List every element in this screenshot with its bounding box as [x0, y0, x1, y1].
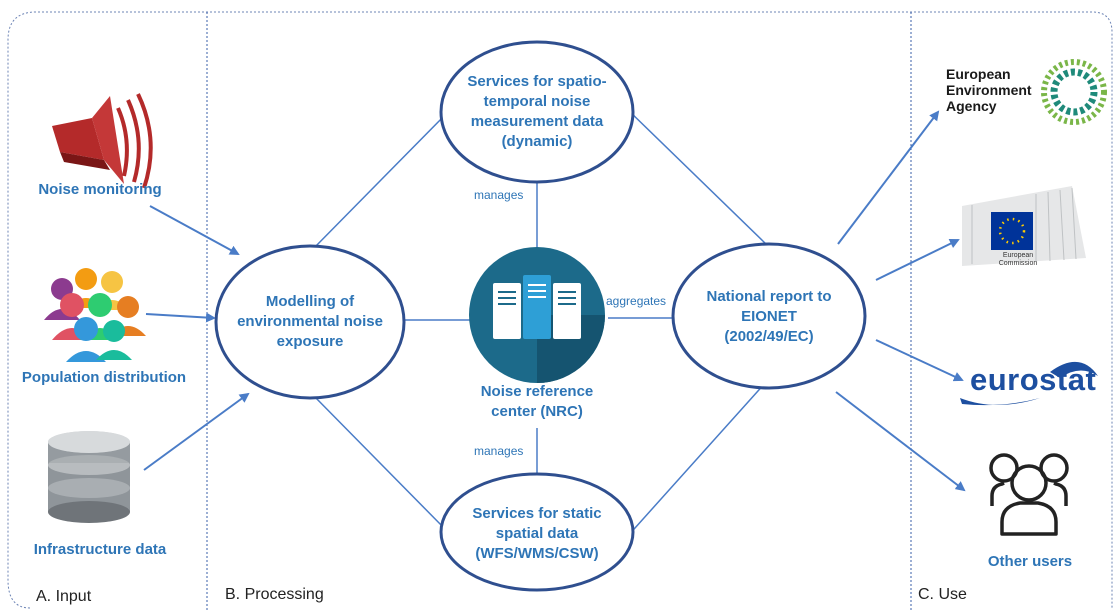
input-arrows [143, 205, 250, 471]
line-modelling-static [311, 393, 447, 531]
outer-dashed-border [7, 11, 1113, 609]
users-group-icon [989, 453, 1069, 536]
ec-logo-icon [962, 186, 1086, 266]
edge-label-manages-top: manages [474, 188, 524, 202]
output-label-other-users: Other users [987, 553, 1073, 570]
line-dynamic-national [625, 107, 767, 245]
input-label-infrastructure: Infrastructure data [33, 541, 167, 558]
eurostat-logo-icon [960, 361, 1098, 406]
node-static: Services for static spatial data (WFS/WM… [442, 476, 632, 592]
section-label-input: A. Input [36, 588, 92, 605]
ec-logo-text: European Commission [998, 252, 1038, 267]
node-nrc: Noise reference center (NRC) [452, 380, 622, 424]
node-modelling-ellipse [214, 244, 406, 400]
arrow-noise-to-modelling [149, 205, 240, 255]
output-arrows [835, 110, 966, 492]
arrow-national-to-eurostat [875, 339, 964, 382]
arrow-infrastructure-to-modelling [143, 392, 250, 471]
node-dynamic: Services for spatio- temporal noise meas… [442, 42, 632, 182]
line-static-national [625, 381, 767, 539]
node-static-label: Services for static spatial data (WFS/WM… [472, 505, 602, 562]
node-national: National report to EIONET (2002/49/EC) [674, 246, 864, 388]
section-label-use: C. Use [918, 586, 967, 603]
input-label-population: Population distribution [21, 369, 187, 386]
eea-logo-text: European Environment Agency [946, 66, 1032, 114]
people-group-icon [44, 268, 146, 362]
connector-lines [311, 107, 767, 539]
eurostat-logo-text: eurostat [970, 362, 1097, 397]
node-national-label: National report to EIONET (2002/49/EC) [706, 288, 832, 345]
node-nrc-label: Noise reference center (NRC) [480, 383, 594, 420]
line-modelling-dynamic [311, 111, 449, 251]
input-label-noise-monitoring: Noise monitoring [38, 181, 162, 198]
arrow-national-to-eea [837, 110, 940, 245]
arrow-national-to-ec [875, 239, 960, 281]
speaker-icon [52, 93, 153, 189]
arrow-national-to-users [835, 391, 966, 492]
node-dynamic-label: Services for spatio- temporal noise meas… [467, 73, 607, 150]
node-modelling-label: Modelling of environmental noise exposur… [237, 293, 383, 350]
arrow-population-to-modelling [145, 312, 216, 323]
node-static-ellipse [439, 472, 635, 592]
eea-logo-icon [1041, 59, 1107, 125]
edge-label-manages-bottom: manages [474, 444, 524, 458]
edge-label-aggregates: aggregates [606, 294, 667, 308]
section-label-processing: B. Processing [225, 586, 324, 603]
node-dynamic-ellipse [439, 40, 635, 184]
server-icon [469, 247, 605, 383]
database-icon [48, 431, 130, 523]
node-national-ellipse [671, 242, 867, 390]
node-modelling: Modelling of environmental noise exposur… [218, 248, 402, 396]
